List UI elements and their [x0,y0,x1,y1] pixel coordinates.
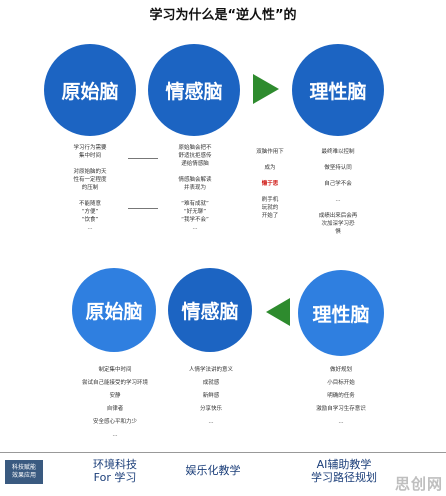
text-line [298,204,378,212]
text-line [248,188,292,196]
text-line: 成为 [264,165,276,171]
text-line: 自己学不会 [324,181,352,187]
text-line: 做好规划 [329,367,352,373]
text-line: ... [112,432,118,438]
circle-emotional-brain-top: 情感脑 [148,44,240,136]
text-line: 集中时间 [78,153,101,159]
text-line: 递给情感脑 [181,161,209,167]
circle-label: 理性脑 [309,80,367,103]
text-line: 环境科技 [93,458,137,471]
circle-emotional-brain-bottom: 情感脑 [168,268,252,352]
top-col-rational: 最终难以控制 做坚持认同 自己学不会 ... 成绩出来后会再次加深学习恐惧 [298,148,378,236]
text-line: 对原始脑的天 [73,169,107,175]
text-line: 双脑作用下 [256,149,284,155]
circle-label: 原始脑 [61,80,119,103]
text-line: 自律者 [106,406,124,412]
text-line: 新鲜感 [202,393,220,399]
text-line: 成绩出来后会再 [318,213,358,219]
text-line: For 学习 [93,471,137,484]
text-line: 学习路径规划 [311,471,377,484]
text-line: 原始脑会把不 [178,145,212,151]
text-line: 做坚持认同 [324,165,352,171]
text-line: 舒适抗拒感传 [178,153,212,159]
text-line: 分享快乐 [199,406,222,412]
text-line: 并表现为 [183,185,206,191]
circle-label: 理性脑 [312,303,370,326]
circle-label: 原始脑 [85,300,143,323]
text-line: ... [192,225,198,231]
text-line: AI辅助教学 [316,458,372,471]
top-col-both: 双脑作用下 成为 懒于思 刷手机玩就的开始了 [248,148,292,220]
top-col-emotional: 原始脑会把不舒适抗拒感传递给情感脑 情感脑会解读并表现为 “难有成就” “好无聊”… [156,144,234,232]
bottom-col-rational: 做好规划小目标开始明确的任务激励自学习生存意识... [296,364,386,429]
watermark: 思创网 [394,475,443,493]
footer-label: 科技赋能效果应用 [5,460,43,484]
bottom-col-primitive: 制定集中时间尝试自己能接受的学习环境安静自律者安全感心平和力少... [70,364,160,442]
text-line: 成就感 [202,380,220,386]
text-line: 娱乐化教学 [185,464,241,477]
text-line: ... [335,197,341,203]
text-line [156,192,234,200]
text-line: 安静 [109,393,121,399]
arrow-left-icon [266,298,290,326]
text-line: 开始了 [261,213,279,219]
text-line [298,188,378,196]
text-line: “方便” [81,209,99,215]
text-line [248,172,292,180]
text-line: 惧 [335,229,341,235]
text-line: “饮食” [81,217,99,223]
text-line: “难有成就” [181,201,209,207]
text-line: 懒于思 [261,181,279,187]
text-line: ... [338,419,344,425]
text-line: 的压制 [81,185,99,191]
text-line: 尝试自己能接受的学习环境 [81,380,148,386]
text-line: 玩就的 [261,205,279,211]
text-line: “好无聊” [183,209,207,215]
text-line: 情感脑会解读 [178,177,212,183]
text-line: 学习行为需要 [73,145,107,151]
text-line: 刷手机 [261,197,279,203]
top-col-primitive: 学习行为需要集中时间 对原始脑的天性有一定程度的压制 不能随意 “方便” “饮食”.… [52,144,128,232]
circle-rational-brain-bottom: 理性脑 [298,270,384,356]
text-line [52,192,128,200]
footer-item-ai: AI辅助教学学习路径规划 [296,458,392,484]
text-line: ... [208,419,214,425]
text-line: 激励自学习生存意识 [316,406,366,412]
footer-item-entertainment: 娱乐化教学 [168,464,258,477]
text-line: 科技赋能 [11,464,36,471]
text-line [156,168,234,176]
text-line: 人情学法讲的意义 [188,367,233,373]
text-line [298,172,378,180]
footer-divider [0,452,446,453]
circle-primitive-brain-top: 原始脑 [44,44,136,136]
circle-label: 情感脑 [165,80,223,103]
page-title: 学习为什么是“逆人性”的 [149,8,297,23]
connector-line [128,158,158,159]
text-line: 效果应用 [11,472,36,479]
text-line [52,160,128,168]
text-line [248,156,292,164]
bottom-col-emotional: 人情学法讲的意义成就感新鲜感分享快乐... [168,364,254,429]
arrow-right-icon [253,74,279,104]
text-line: ... [87,225,93,231]
circle-label: 情感脑 [181,300,239,323]
circle-rational-brain-top: 理性脑 [292,44,384,136]
text-line: 小目标开始 [327,380,355,386]
text-line [298,156,378,164]
text-line: 明确的任务 [327,393,355,399]
connector-line [128,208,158,209]
text-line: 性有一定程度 [73,177,107,183]
circle-primitive-brain-bottom: 原始脑 [72,268,156,352]
text-line: 次加深学习恐 [321,221,355,227]
text-line: “我学不会” [181,217,209,223]
text-line: 制定集中时间 [98,367,132,373]
text-line: 安全感心平和力少 [92,419,137,425]
text-line: 最终难以控制 [321,149,355,155]
text-line: 不能随意 [78,201,101,207]
